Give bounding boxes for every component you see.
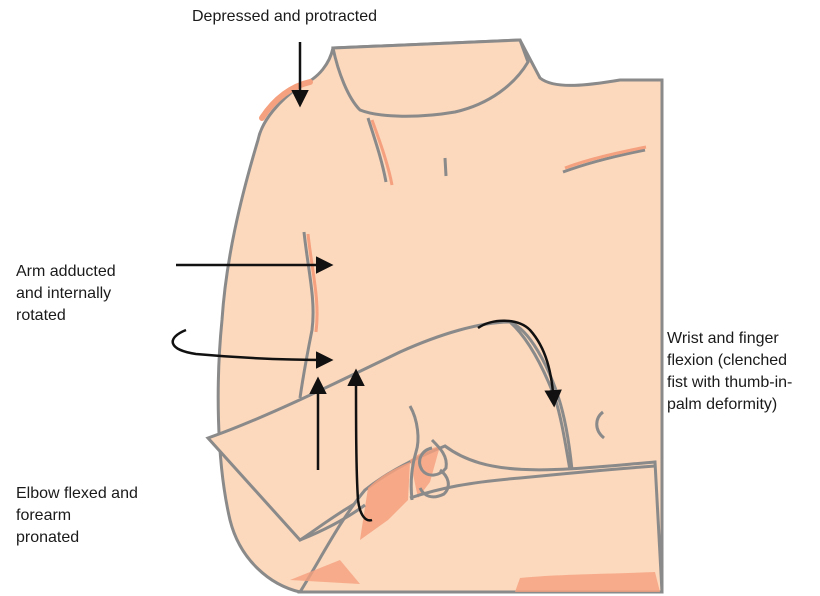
wrist-label-line: palm deformity) bbox=[667, 394, 792, 416]
arm-label-line: and internally bbox=[16, 283, 116, 305]
wrist-label: Wrist and finger flexion (clenched fist … bbox=[667, 328, 792, 416]
elbow-label-line: Elbow flexed and bbox=[16, 483, 138, 505]
arm-label-line: Arm adducted bbox=[16, 261, 116, 283]
elbow-label-line: forearm bbox=[16, 505, 138, 527]
arm-label: Arm adducted and internally rotated bbox=[16, 261, 116, 327]
wrist-label-line: fist with thumb-in- bbox=[667, 372, 792, 394]
shoulder-label: Depressed and protracted bbox=[192, 6, 377, 28]
sternum-mark bbox=[445, 158, 446, 176]
elbow-label-line: pronated bbox=[16, 527, 138, 549]
arm-label-line: rotated bbox=[16, 305, 116, 327]
wrist-label-line: flexion (clenched bbox=[667, 350, 792, 372]
wrist-label-line: Wrist and finger bbox=[667, 328, 792, 350]
shoulder-label-line: Depressed and protracted bbox=[192, 6, 377, 28]
elbow-label: Elbow flexed and forearm pronated bbox=[16, 483, 138, 549]
